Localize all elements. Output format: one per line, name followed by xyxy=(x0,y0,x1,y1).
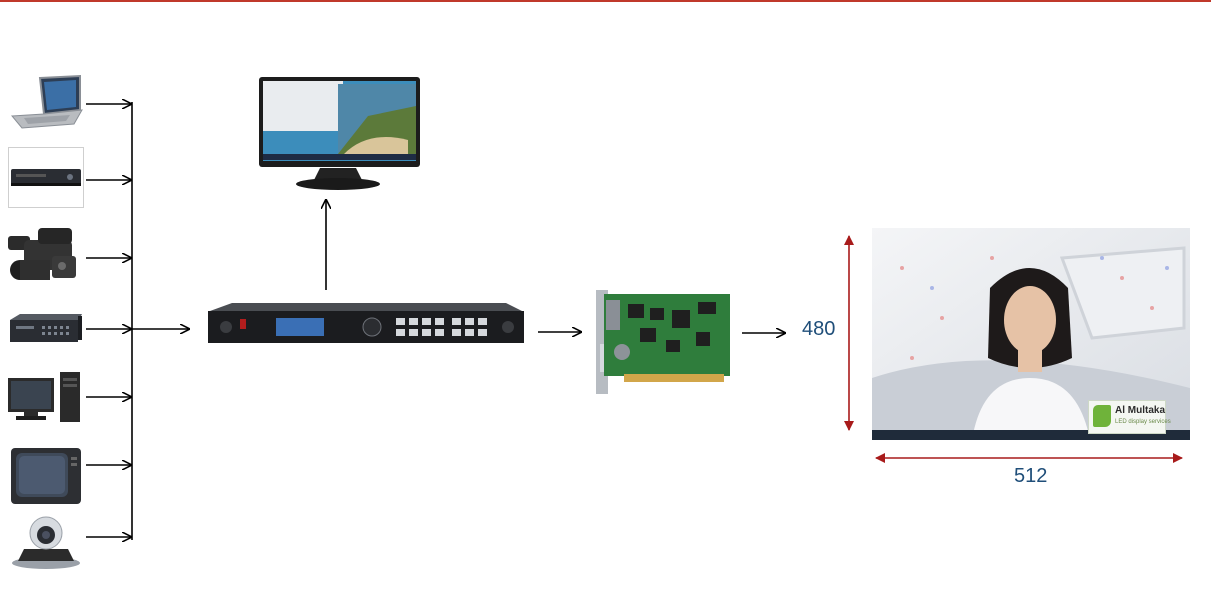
monitor-icon xyxy=(259,77,420,190)
video-processor-icon xyxy=(208,303,524,343)
height-dimension-label: 480 xyxy=(802,318,836,340)
dvr-recorder-icon xyxy=(10,314,82,342)
crt-tv-icon xyxy=(11,448,81,504)
conference-camera-icon xyxy=(12,516,80,569)
video-camera-icon xyxy=(8,228,76,280)
logo-name: Al Multaka xyxy=(1115,405,1166,416)
desktop-pc-icon xyxy=(8,372,80,422)
logo-tagline: LED display services xyxy=(1115,419,1171,425)
dvd-player-icon xyxy=(8,147,84,208)
width-dimension-label: 512 xyxy=(1014,465,1048,487)
logo-mark-icon xyxy=(1093,405,1111,427)
sending-card-icon xyxy=(596,290,730,394)
laptop-icon xyxy=(10,74,83,129)
al-multaka-logo: Al Multaka LED display services xyxy=(1088,400,1171,434)
top-accent-rule xyxy=(0,0,1211,2)
